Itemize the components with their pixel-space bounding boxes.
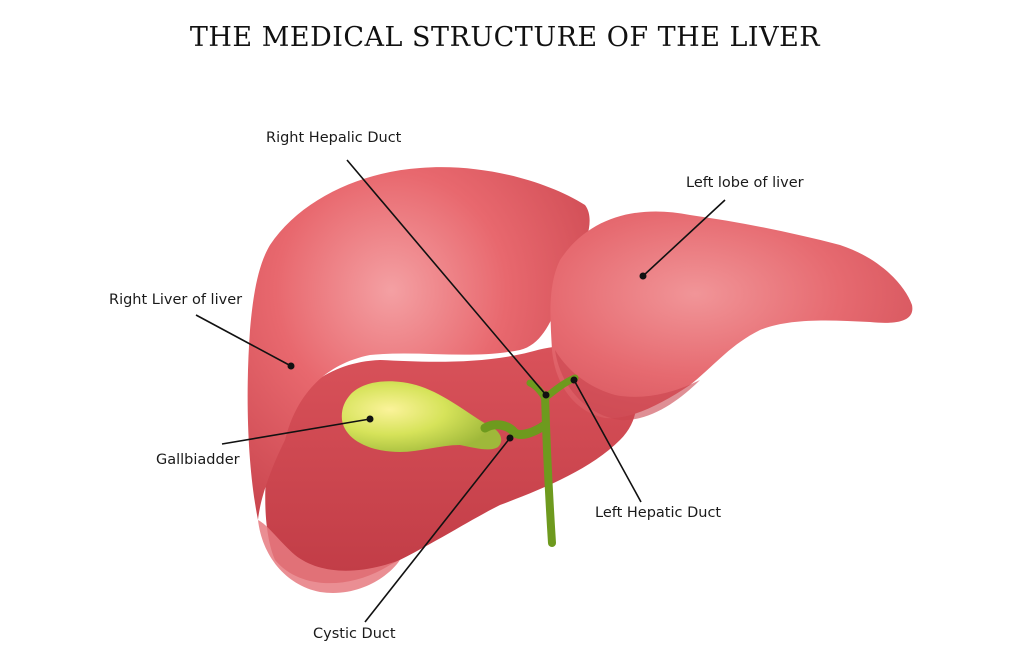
leader-left-hepatic-duct (573, 379, 642, 503)
right-lobe-shape (247, 167, 590, 520)
dot-cystic-duct (506, 434, 514, 442)
label-cystic-duct: Cystic Duct (313, 626, 396, 642)
dot-left-lobe (639, 272, 647, 280)
left-lobe-underside (555, 350, 700, 421)
dot-left-hepatic-duct (570, 376, 578, 384)
label-right-hepatic-duct: Right Hepalic Duct (266, 130, 402, 146)
leader-lines (195, 159, 726, 623)
dot-right-hepatic-duct (542, 391, 550, 399)
right-lobe-rim (258, 520, 400, 593)
label-gallbladder: Gallbiadder (156, 452, 240, 468)
diagram-title: THE MEDICAL STRUCTURE OF THE LIVER (189, 22, 821, 53)
label-left-hepatic-duct: Left Hepatic Duct (595, 505, 722, 521)
gallbladder-shape (341, 381, 502, 452)
dot-right-lobe (287, 362, 295, 370)
common-bile-duct-shape (541, 391, 556, 547)
leader-cystic-duct (364, 437, 511, 623)
left-lobe-shape (550, 211, 913, 419)
label-left-lobe: Left lobe of liver (686, 175, 804, 191)
dot-gallbladder (366, 415, 374, 423)
leader-right-lobe (195, 314, 292, 367)
cystic-duct-shape (480, 420, 550, 439)
pointer-dots (287, 272, 647, 442)
leader-left-lobe (642, 199, 726, 277)
label-right-lobe: Right Liver of liver (109, 292, 243, 308)
leader-right-hepatic-duct (346, 159, 547, 396)
leader-gallbladder (221, 418, 371, 445)
